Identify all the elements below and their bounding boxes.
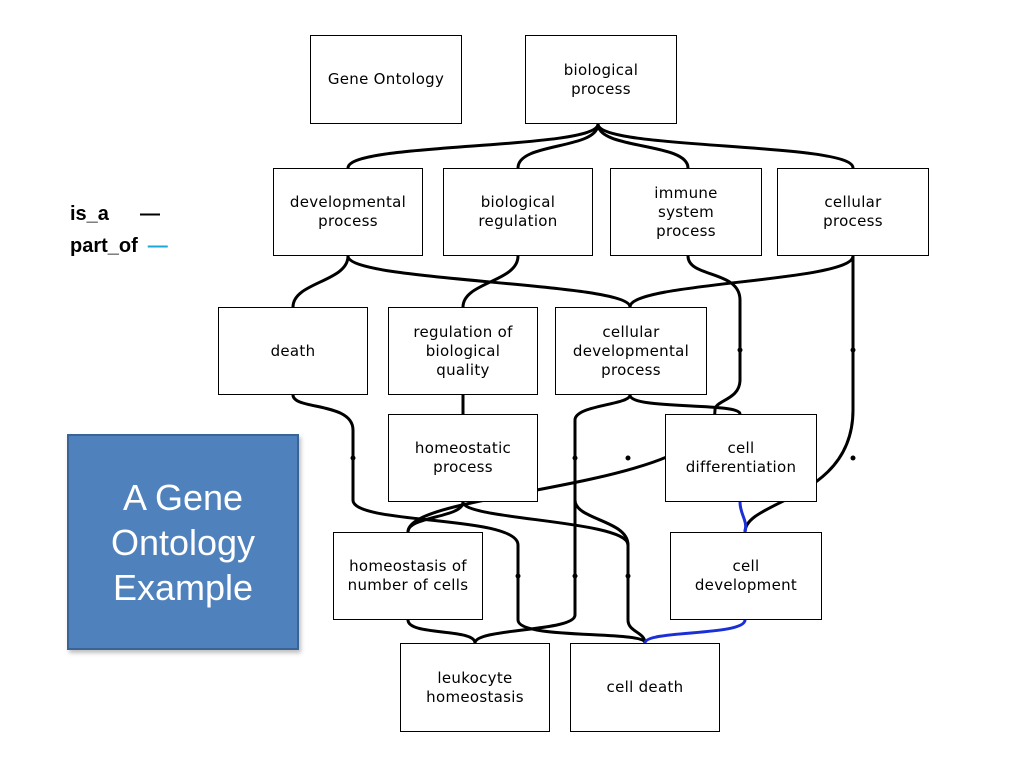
slide-title: A Gene Ontology Example — [67, 434, 299, 650]
node-cellular-process: cellular process — [777, 168, 929, 256]
edge-tick — [625, 573, 631, 579]
edge-tick — [850, 347, 856, 353]
edge-celldevproc-leuko — [473, 498, 577, 645]
edge-bp-bioreg — [516, 122, 600, 170]
edge-tick — [350, 455, 356, 461]
legend-is-a-label: is_a — [70, 203, 109, 225]
node-cell-death: cell death — [570, 643, 720, 732]
node-biological-regulation: biological regulation — [443, 168, 593, 256]
node-developmental-process: developmental process — [273, 168, 423, 256]
edge-tick — [515, 573, 521, 579]
edge-bp-devproc — [346, 122, 600, 170]
node-immune-system-process: immune system process — [610, 168, 762, 256]
edge-devproc-death — [291, 254, 350, 309]
node-death: death — [218, 307, 368, 395]
edge-tick — [572, 455, 578, 461]
node-homeostatic-process: homeostatic process — [388, 414, 538, 502]
node-cell-differentiation: cell differentiation — [665, 414, 817, 502]
legend-part-of-mark: — — [147, 235, 168, 257]
edge-bioreg-regbioq — [461, 254, 520, 309]
node-biological-process: biological process — [525, 35, 677, 124]
edge-tick — [572, 573, 578, 579]
edge-celldevproc-celldiff — [628, 393, 742, 416]
edge-legend: is_a — part_of — — [70, 198, 168, 262]
edge-partof-celldev-celldeath — [643, 618, 747, 645]
legend-part-of-label: part_of — [70, 235, 138, 257]
node-homeostasis-of-number-of-cells: homeostasis of number of cells — [333, 532, 483, 620]
legend-is-a-mark: — — [140, 203, 160, 225]
edge-cellular-celldevproc — [628, 254, 855, 309]
edge-homeoproc-leuko — [461, 500, 630, 582]
edge-bp-cellular — [596, 122, 855, 170]
node-cellular-developmental-process: cellular developmental process — [555, 307, 707, 395]
edge-death-celldeath — [291, 393, 647, 645]
edge-homeoproc-homeonum — [406, 500, 465, 534]
legend-is-a-row: is_a — — [70, 198, 168, 230]
node-gene-ontology: Gene Ontology — [310, 35, 462, 124]
edge-tick — [850, 455, 856, 461]
edge-celldevproc-celldeath — [573, 393, 647, 645]
edge-homeonum-leuko — [406, 618, 477, 645]
edge-tick — [737, 347, 743, 353]
edge-partof-celldiff-celldev — [738, 500, 748, 534]
node-cell-development: cell development — [670, 532, 822, 620]
node-leukocyte-homeostasis: leukocyte homeostasis — [400, 643, 550, 732]
node-regulation-of-biological-quality: regulation of biological quality — [388, 307, 538, 395]
edge-bp-immune — [596, 122, 690, 170]
legend-part-of-row: part_of — — [70, 230, 168, 262]
edge-tick — [625, 455, 631, 461]
